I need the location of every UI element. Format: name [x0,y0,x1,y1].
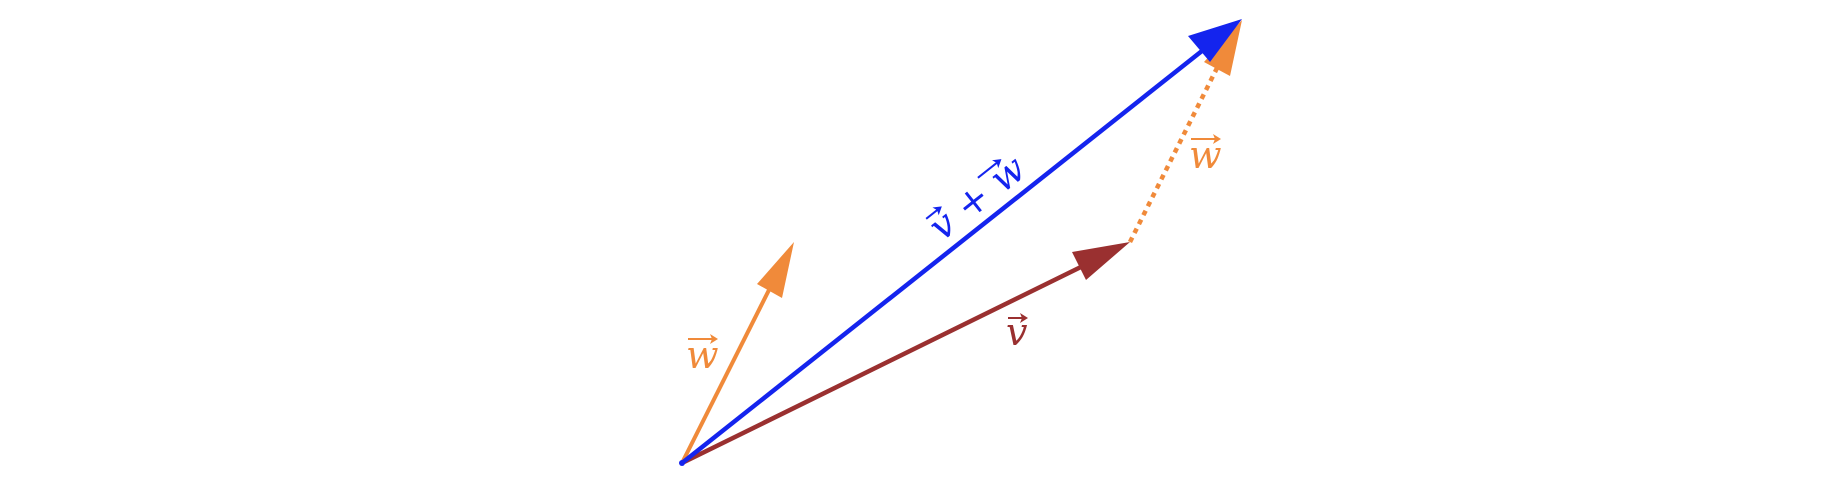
vector-v-label-arrowhead [1020,313,1028,323]
vector-v: v [681,242,1130,466]
vector-v-plus-w-label-arrowhead-v [932,206,942,216]
vector-w-translated-label-arrowhead [1213,134,1221,144]
vector-w-label-arrowhead [710,334,718,344]
vector-w: w [680,242,794,464]
vector-w-translated: w [1127,20,1242,244]
vector-v-plus-w-label-arrowhead-w [992,159,1002,169]
vector-v-plus-w: v + w [680,19,1242,465]
origin-point [679,460,685,466]
vector-v-plus-w-label-arrow-w [977,159,1001,179]
